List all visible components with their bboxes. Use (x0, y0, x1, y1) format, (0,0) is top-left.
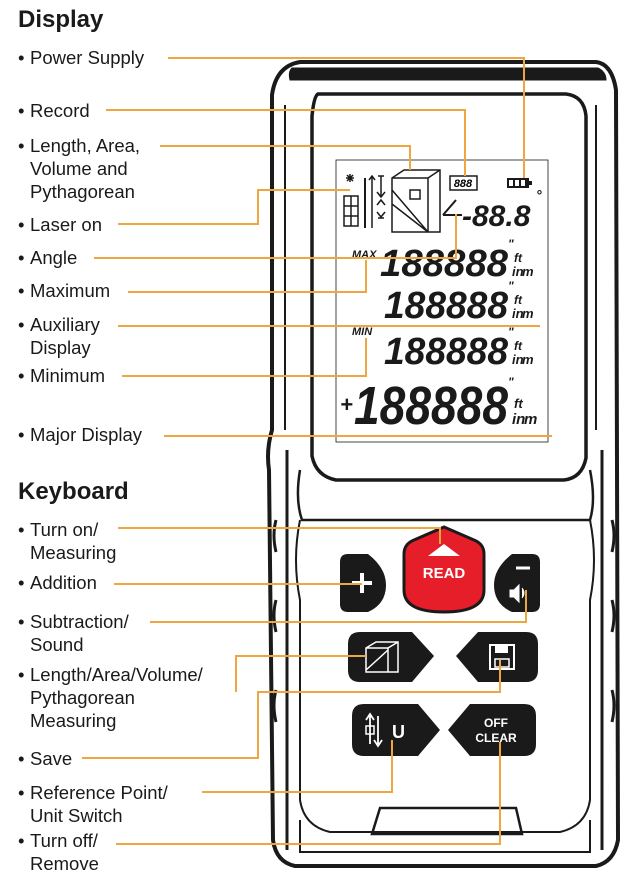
label-addition: •Addition (18, 572, 97, 593)
label-turn-off: •Turn off/ Remove (18, 830, 99, 874)
leader-turn-on (118, 527, 441, 544)
off-key-label: OFF (484, 716, 508, 730)
angle-readout: -88.8 ° (442, 187, 542, 233)
leader-angle (94, 214, 457, 259)
max-unit-in: in (512, 264, 524, 279)
record-digits: 888 (454, 178, 473, 190)
measure-mode-icon (391, 169, 441, 233)
subtraction-button[interactable] (494, 554, 540, 612)
label-reference: •Reference Point/ Unit Switch (18, 782, 168, 826)
label-save: •Save (18, 748, 73, 769)
read-button[interactable]: READ (402, 525, 486, 614)
unit-key-label: U (392, 722, 405, 742)
label-major-display: •Major Display (18, 424, 143, 445)
reference-unit-button[interactable]: U (352, 704, 440, 756)
angle-digits: -88.8 (462, 200, 531, 233)
min-unit-m: m (522, 352, 534, 367)
label-angle: •Angle (18, 247, 78, 268)
min-unit-ft: ft (514, 339, 523, 353)
major-unit-in: in (512, 411, 525, 428)
battery-icon (507, 178, 532, 188)
degree-symbol: ° (536, 187, 542, 203)
up-arrow-icon (428, 544, 460, 556)
major-unit-m: m (524, 411, 537, 428)
major-digits: 188888 (354, 376, 508, 436)
leader-lines (82, 57, 552, 845)
max-digits: 188888 (380, 243, 509, 285)
max-quote: " (508, 237, 514, 251)
lcd-screen: 888 -88.8 ° MAX 188888 " ft i (335, 159, 549, 443)
label-subtraction: •Subtraction/ Sound (18, 611, 129, 655)
leader-record (106, 109, 466, 176)
leader-maximum (128, 260, 367, 293)
label-turn-on: •Turn on/ Measuring (18, 519, 117, 563)
speaker-icon (509, 583, 525, 604)
laser-icon (343, 174, 386, 228)
major-unit-ft: ft (514, 396, 523, 411)
min-quote: " (508, 325, 514, 339)
leader-laser-on (118, 189, 350, 225)
display-heading: Display (18, 6, 104, 33)
leader-length-measuring (235, 655, 366, 692)
leader-reference (202, 740, 393, 793)
aux-unit-in: in (512, 306, 524, 321)
leader-subtraction (150, 590, 527, 623)
label-laser-on: •Laser on (18, 214, 102, 235)
label-auxiliary: •Auxiliary Display (18, 314, 100, 358)
aux-unit-ft: ft (514, 293, 523, 307)
leader-minimum (122, 338, 367, 377)
keyboard-heading: Keyboard (18, 478, 129, 505)
major-sign: + (340, 392, 353, 417)
aux-quote: " (508, 279, 514, 293)
label-record: •Record (18, 100, 90, 121)
off-clear-button[interactable]: OFF CLEAR (448, 704, 536, 756)
max-indicator: MAX (352, 249, 377, 261)
read-button-label: READ (423, 565, 466, 582)
measure-mode-button[interactable] (348, 632, 434, 682)
measure-mode-key-icon (365, 641, 399, 673)
leader-power-supply (168, 57, 525, 178)
reference-point-icon (365, 712, 383, 748)
label-minimum: •Minimum (18, 365, 106, 386)
major-quote: " (508, 375, 514, 389)
min-digits: 188888 (384, 331, 509, 373)
min-unit-in: in (512, 352, 524, 367)
save-button[interactable] (456, 632, 538, 682)
clear-key-label: CLEAR (475, 731, 517, 745)
record-indicator: 888 (449, 175, 478, 191)
max-unit-m: m (522, 264, 534, 279)
leader-save (82, 660, 501, 759)
leader-length-area (160, 145, 411, 170)
leader-turn-off (116, 742, 501, 845)
label-power-supply: •Power Supply (18, 47, 145, 68)
label-maximum: •Maximum (18, 280, 111, 301)
label-length-area: •Length, Area, Volume and Pythagorean (18, 135, 141, 202)
min-indicator: MIN (352, 326, 373, 338)
label-length-measuring: •Length/Area/Volume/ Pythagorean Measuri… (18, 664, 203, 731)
aux-unit-m: m (522, 306, 534, 321)
max-unit-ft: ft (514, 251, 523, 265)
auxiliary-digits: 188888 (384, 285, 509, 327)
device-body (266, 60, 621, 868)
